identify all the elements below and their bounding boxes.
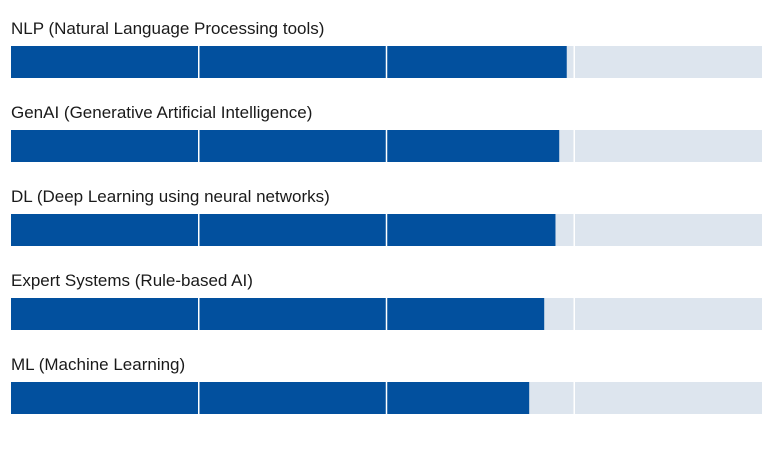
bar xyxy=(11,130,560,162)
bar xyxy=(11,298,545,330)
category-label: ML (Machine Learning) xyxy=(11,355,185,374)
category-label: DL (Deep Learning using neural networks) xyxy=(11,187,330,206)
bar xyxy=(11,214,556,246)
bar xyxy=(11,46,567,78)
category-label: GenAI (Generative Artificial Intelligenc… xyxy=(11,103,312,122)
bar-row: NLP (Natural Language Processing tools) xyxy=(11,19,762,78)
bar-row: GenAI (Generative Artificial Intelligenc… xyxy=(11,103,762,162)
bar-row: DL (Deep Learning using neural networks) xyxy=(11,187,762,246)
category-label: NLP (Natural Language Processing tools) xyxy=(11,19,324,38)
bar-row: ML (Machine Learning) xyxy=(11,355,762,414)
category-label: Expert Systems (Rule-based AI) xyxy=(11,271,253,290)
bar xyxy=(11,382,530,414)
bar-row: Expert Systems (Rule-based AI) xyxy=(11,271,762,330)
